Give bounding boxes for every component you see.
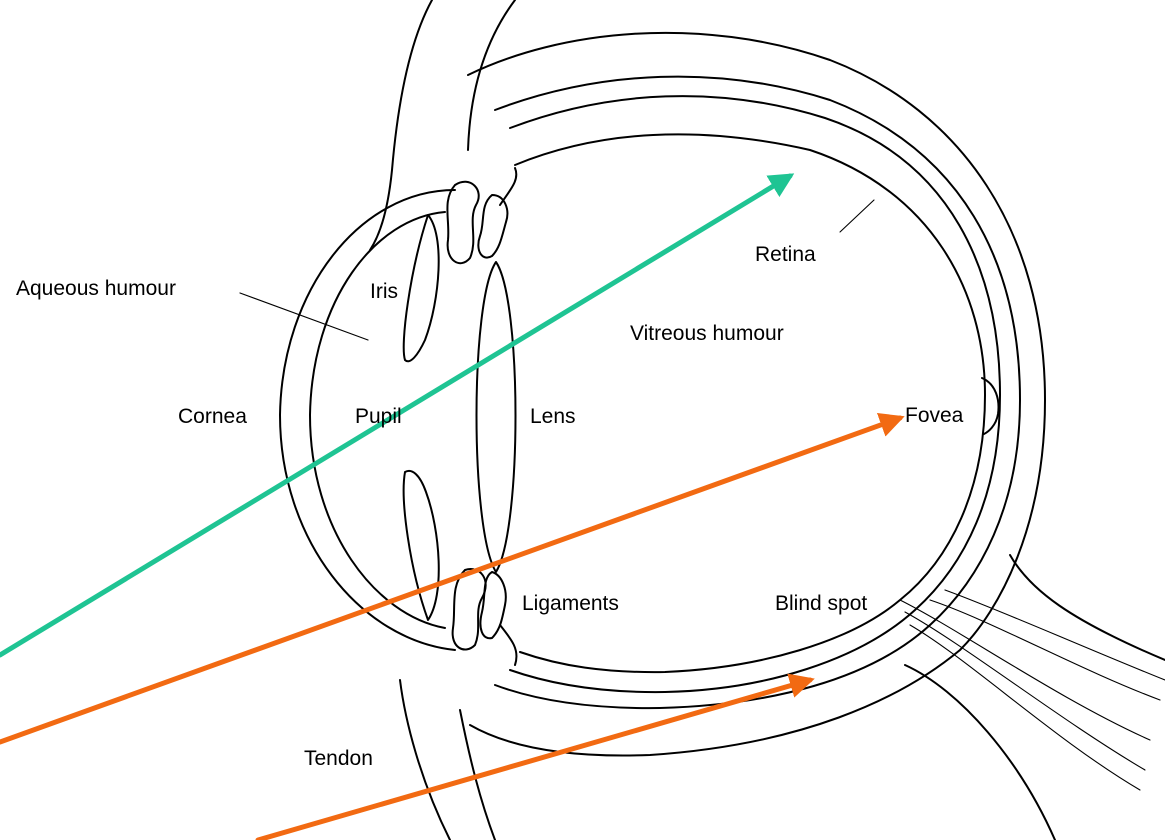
optic-nerve-sheath-lower — [905, 665, 1055, 840]
label-iris: Iris — [370, 280, 398, 303]
optic-nerve — [900, 555, 1165, 840]
light-rays — [0, 176, 900, 840]
ciliary-upper-outer — [447, 182, 478, 263]
optic-nerve-fiber-3 — [910, 625, 1140, 790]
label-aqueous-humour: Aqueous humour — [16, 277, 176, 300]
lower-outer-curve — [400, 680, 450, 840]
iris-shape — [404, 215, 439, 620]
iris-upper — [404, 215, 439, 361]
optic-nerve-fiber-2 — [905, 612, 1145, 770]
eyeball-walls — [468, 33, 1045, 756]
label-pupil: Pupil — [355, 405, 402, 428]
ciliary-lower-attach — [500, 625, 517, 665]
ciliary-upper-inner — [478, 195, 507, 258]
label-ligaments: Ligaments — [522, 592, 619, 615]
ciliary-lower-outer — [453, 569, 486, 649]
ciliary-body — [447, 168, 516, 665]
labels: Aqueous humour Iris Cornea Pupil Lens Vi… — [16, 243, 964, 770]
label-blind-spot: Blind spot — [775, 592, 867, 615]
iris-lower — [404, 471, 439, 620]
label-fovea: Fovea — [905, 404, 964, 427]
label-retina: Retina — [755, 243, 816, 266]
aqueous-humour-leader — [240, 293, 368, 340]
sclera-outer-wall — [468, 33, 1045, 756]
upper-inner-curve — [468, 0, 515, 150]
optic-nerve-fiber-1 — [900, 600, 1150, 740]
retina-leader — [840, 200, 874, 232]
label-cornea: Cornea — [178, 405, 247, 428]
label-vitreous-humour: Vitreous humour — [630, 322, 784, 345]
label-lens: Lens — [530, 405, 576, 428]
label-tendon: Tendon — [304, 747, 373, 770]
lens-shape — [477, 262, 516, 572]
